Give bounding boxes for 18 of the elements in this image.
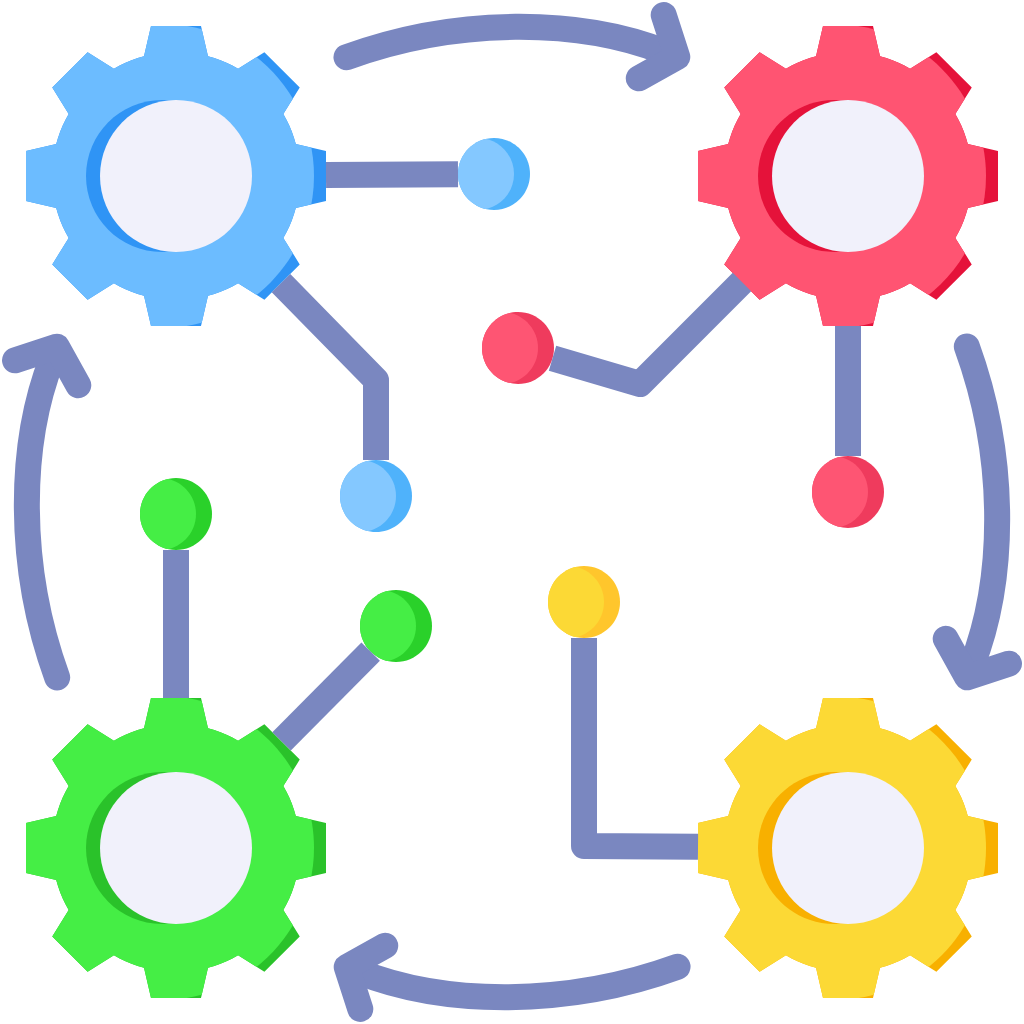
- gear: [26, 698, 326, 998]
- dot: [340, 460, 412, 532]
- dot: [812, 456, 884, 528]
- curved-arrow: [2, 333, 92, 691]
- dot: [360, 590, 432, 662]
- connector-line: [571, 638, 699, 860]
- gear: [698, 698, 998, 998]
- dot: [458, 138, 530, 210]
- connector-line: [163, 550, 189, 698]
- connector-line: [548, 272, 752, 397]
- curved-arrow: [333, 932, 691, 1022]
- gear: [698, 26, 998, 326]
- gear: [26, 26, 326, 326]
- dot: [482, 312, 554, 384]
- connector-line: [835, 326, 861, 456]
- dot: [140, 478, 212, 550]
- dot: [548, 566, 620, 638]
- curved-arrow: [932, 333, 1022, 691]
